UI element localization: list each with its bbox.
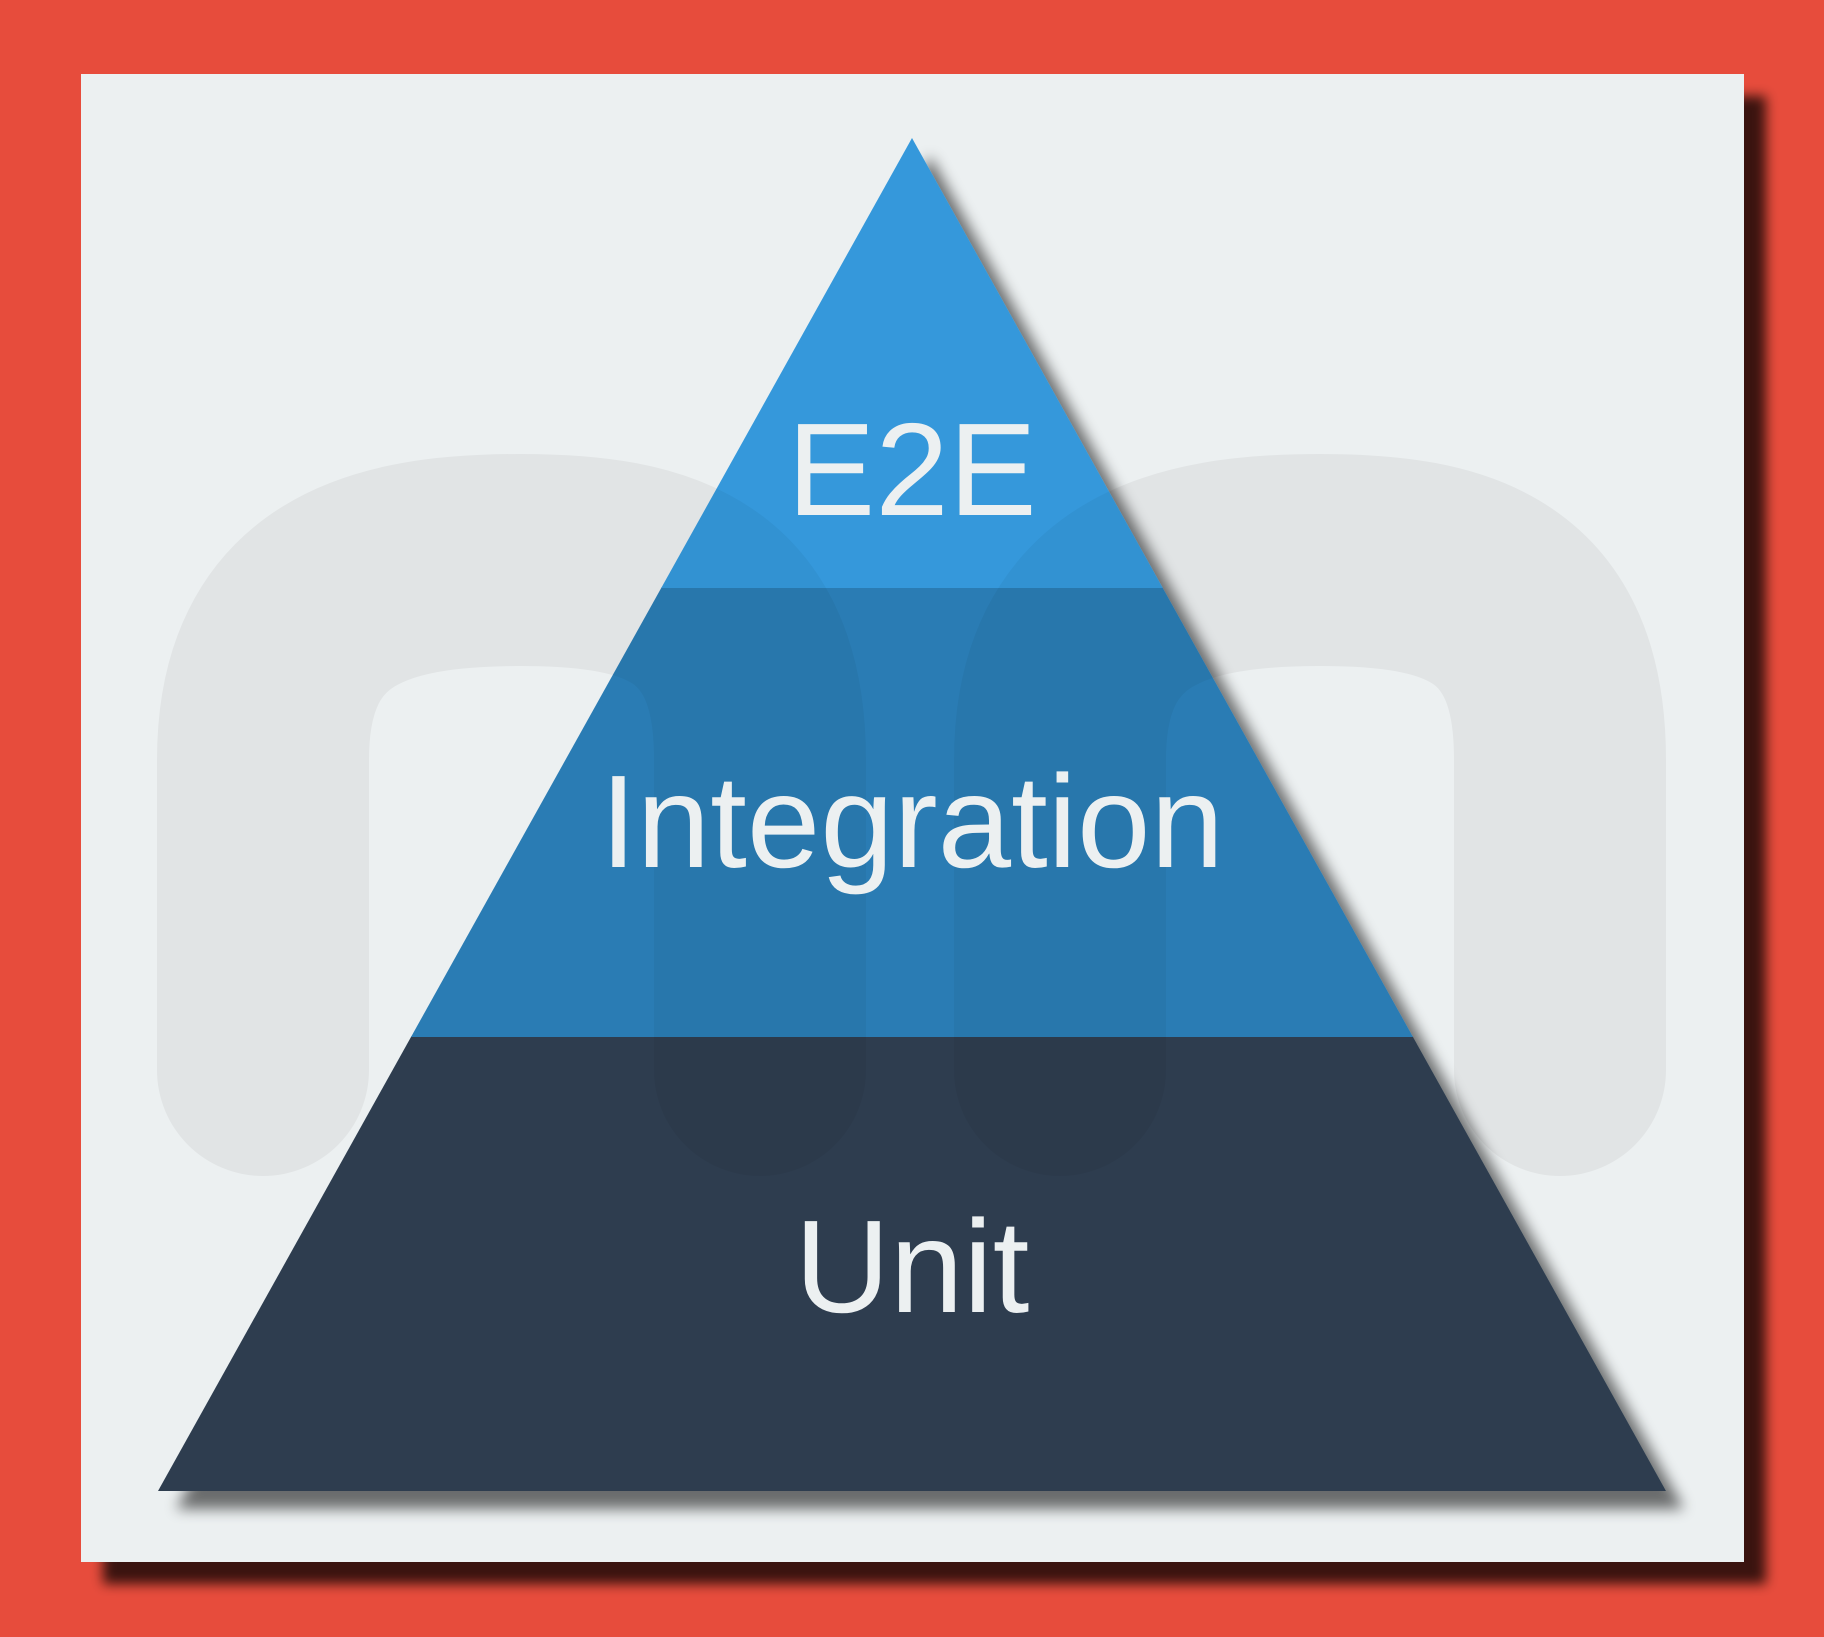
tier-label-e2e: E2E xyxy=(787,396,1037,543)
tier-label-integration: Integration xyxy=(600,748,1224,895)
tier-label-unit: Unit xyxy=(795,1193,1030,1340)
tier-bottom xyxy=(158,1036,1666,1491)
